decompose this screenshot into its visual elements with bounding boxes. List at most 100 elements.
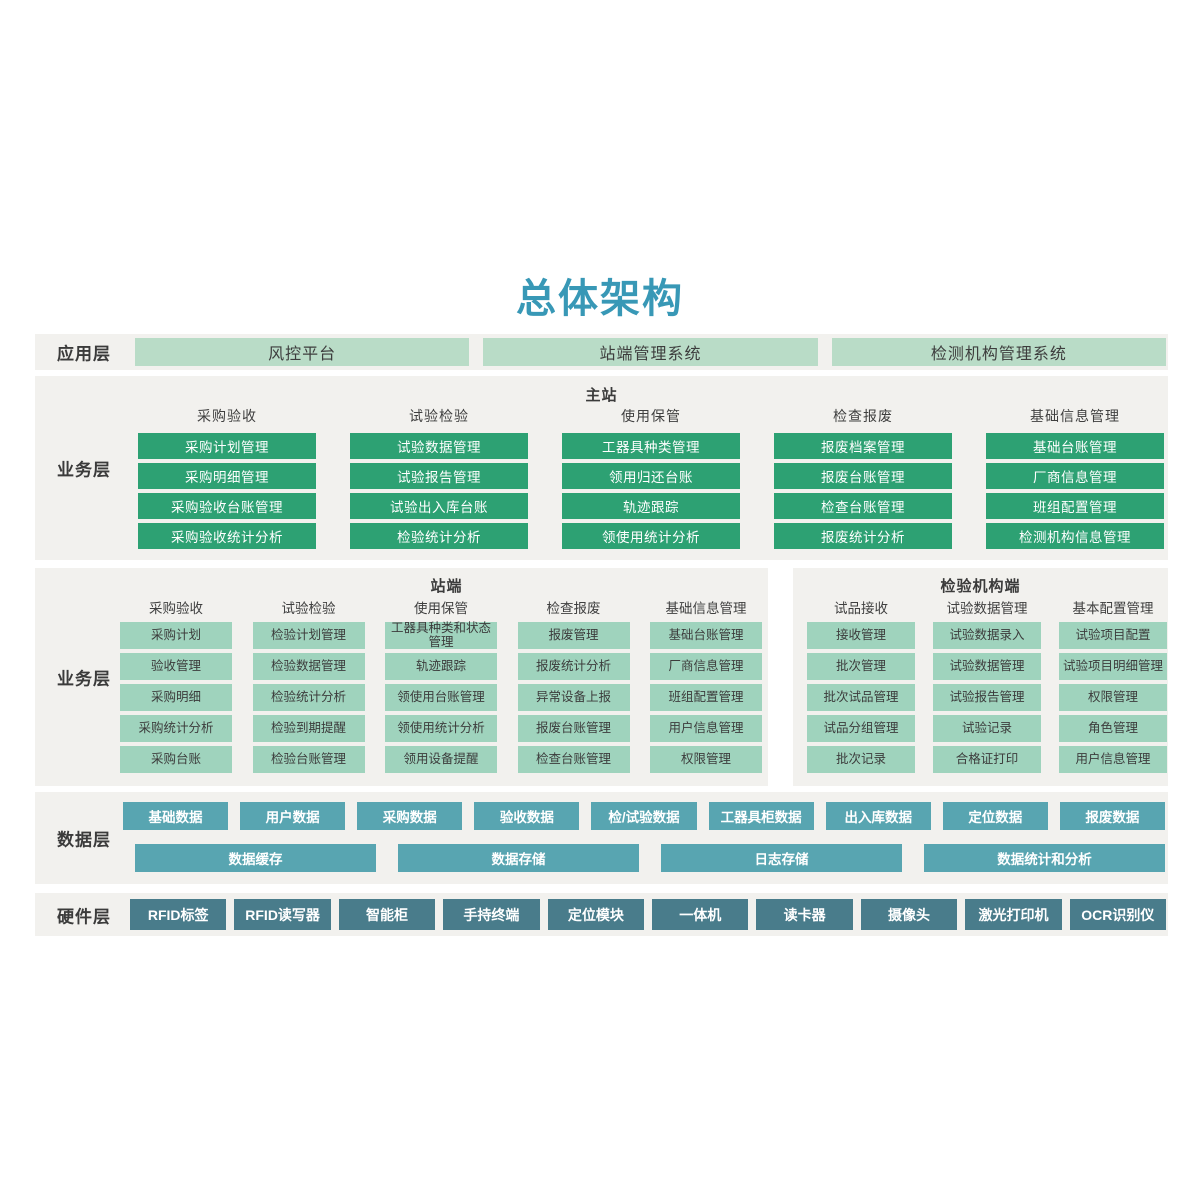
inspection-org-module-box: 角色管理	[1059, 715, 1167, 742]
station-module-box: 权限管理	[650, 746, 762, 773]
main-station-column: 基础信息管理基础台账管理厂商信息管理班组配置管理检测机构信息管理	[986, 406, 1164, 553]
station-module-box: 检验数据管理	[252, 653, 365, 680]
station-column-title: 使用保管	[414, 601, 468, 616]
inspection-org-module-box: 试验项目配置	[1059, 622, 1167, 649]
data-category-box: 报废数据	[1059, 802, 1165, 830]
main-station-module-box: 检测机构信息管理	[986, 523, 1164, 549]
application-layer-label: 应用层	[57, 344, 111, 364]
station-column-title: 试验检验	[281, 601, 336, 616]
main-station-module-box: 班组配置管理	[986, 493, 1164, 519]
main-station-module-box: 轨迹跟踪	[562, 493, 740, 519]
station-module-box: 检验到期提醒	[252, 715, 365, 742]
station-panel: 业务层 站端 采购验收采购计划验收管理采购明细采购统计分析采购台账试验检验检验计…	[35, 568, 768, 786]
hardware-device-box: 摄像头	[860, 899, 958, 930]
station-module-box: 领使用台账管理	[385, 684, 497, 711]
station-module-box: 检验台账管理	[252, 746, 365, 773]
station-module-box: 报废台账管理	[517, 715, 630, 742]
main-station-columns: 采购验收采购计划管理采购明细管理采购验收台账管理采购验收统计分析 试验检验试验数据…	[138, 406, 1164, 553]
station-column: 检查报废报废管理报废统计分析异常设备上报报废台账管理检查台账管理	[517, 597, 630, 777]
inspection-org-module-box: 试验数据录入	[933, 622, 1041, 649]
data-category-box: 验收数据	[474, 802, 580, 830]
inspection-org-module-box: 批次记录	[807, 746, 915, 773]
station-column: 基础信息管理基础台账管理厂商信息管理班组配置管理用户信息管理权限管理	[650, 597, 762, 777]
data-category-box: 定位数据	[942, 802, 1048, 830]
main-station-module-box: 采购明细管理	[138, 463, 316, 489]
main-station-column-title: 使用保管	[621, 408, 681, 424]
hardware-device-box: 激光打印机	[965, 899, 1062, 930]
station-module-box: 采购统计分析	[120, 715, 232, 742]
station-module-box: 领用设备提醒	[385, 746, 497, 773]
inspection-org-module-box: 合格证打印	[933, 746, 1041, 773]
main-station-business-band: 业务层 主站 采购验收采购计划管理采购明细管理采购验收台账管理采购验收统计分析试…	[35, 376, 1168, 560]
business-layer-label: 业务层	[57, 460, 111, 480]
inspection-org-module-box: 试验数据管理	[933, 653, 1041, 680]
main-station-module-box: 试验出入库台账	[350, 493, 528, 519]
data-storage-box: 数据存储	[398, 844, 639, 872]
station-column: 使用保管工器具种类和状态管理轨迹跟踪领使用台账管理领使用统计分析领用设备提醒	[385, 597, 497, 777]
station-module-box: 采购台账	[120, 746, 232, 773]
station-column-title: 采购验收	[149, 601, 203, 616]
main-station-column: 试验检验试验数据管理试验报告管理试验出入库台账检验统计分析	[350, 406, 528, 553]
inspection-org-module-box: 试验报告管理	[933, 684, 1041, 711]
station-column-title: 基础信息管理	[665, 601, 747, 616]
data-category-box: 工器具柜数据	[708, 802, 814, 830]
main-station-module-box: 报废档案管理	[774, 433, 952, 459]
main-station-module-box: 采购验收台账管理	[138, 493, 316, 519]
application-system-box: 检测机构管理系统	[831, 338, 1166, 366]
data-boxes-row1: 基础数据用户数据采购数据验收数据检/试验数据工器具柜数据出入库数据定位数据报废数…	[123, 802, 1165, 830]
data-category-box: 出入库数据	[825, 802, 931, 830]
inspection-org-module-box: 权限管理	[1059, 684, 1167, 711]
application-systems: 风控平台站端管理系统检测机构管理系统	[135, 338, 1166, 366]
station-module-box: 领使用统计分析	[385, 715, 497, 742]
inspection-org-column-title: 试验数据管理	[946, 601, 1028, 616]
hardware-device-box: OCR识别仪	[1069, 899, 1167, 930]
main-station-column: 检查报废报废档案管理报废台账管理检查台账管理报废统计分析	[774, 406, 952, 553]
hardware-device-box: RFID标签	[130, 899, 227, 930]
station-business-band: 业务层 站端 采购验收采购计划验收管理采购明细采购统计分析采购台账试验检验检验计…	[35, 568, 1168, 786]
inspection-org-columns: 试品接收接收管理批次管理批次试品管理试品分组管理批次记录试验数据管理试验数据录入…	[807, 597, 1167, 777]
station-module-box: 检查台账管理	[517, 746, 630, 773]
data-category-box: 用户数据	[240, 802, 346, 830]
main-station-column-title: 基础信息管理	[1030, 408, 1120, 424]
main-station-module-box: 报废台账管理	[774, 463, 952, 489]
station-module-box: 基础台账管理	[650, 622, 762, 649]
station-module-box: 检验计划管理	[252, 622, 365, 649]
data-category-box: 基础数据	[123, 802, 229, 830]
station-module-box: 报废管理	[517, 622, 630, 649]
main-station-module-box: 领使用统计分析	[562, 523, 740, 549]
inspection-org-module-box: 试验记录	[933, 715, 1041, 742]
inspection-org-panel: 检验机构端 试品接收接收管理批次管理批次试品管理试品分组管理批次记录试验数据管理…	[793, 568, 1168, 786]
business-layer-label: 业务层	[57, 669, 111, 689]
application-system-box: 风控平台	[135, 338, 470, 366]
data-layer-label: 数据层	[57, 830, 111, 850]
main-station-module-box: 试验报告管理	[350, 463, 528, 489]
main-station-column-title: 采购验收	[197, 408, 257, 424]
main-station-module-box: 采购验收统计分析	[138, 523, 316, 549]
main-station-column-title: 试验检验	[409, 408, 469, 424]
station-module-box: 轨迹跟踪	[385, 653, 497, 680]
main-station-module-box: 领用归还台账	[562, 463, 740, 489]
page-title: 总体架构	[516, 277, 684, 321]
hardware-device-box: 一体机	[652, 899, 749, 930]
station-module-box: 采购计划	[120, 622, 232, 649]
main-station-module-box: 厂商信息管理	[986, 463, 1164, 489]
hardware-device-box: 手持终端	[443, 899, 540, 930]
station-panel-header: 站端	[430, 578, 463, 595]
data-storage-box: 数据统计和分析	[924, 844, 1165, 872]
station-module-box: 工器具种类和状态管理	[385, 621, 497, 649]
station-column-title: 检查报废	[546, 601, 601, 616]
main-station-module-box: 工器具种类管理	[562, 433, 740, 459]
main-station-module-box: 基础台账管理	[986, 433, 1164, 459]
main-station-column-title: 检查报废	[833, 408, 893, 424]
data-storage-box: 日志存储	[661, 844, 902, 872]
station-module-box: 厂商信息管理	[650, 653, 762, 680]
station-module-box: 检验统计分析	[252, 684, 365, 711]
main-station-module-box: 采购计划管理	[138, 433, 316, 459]
data-category-box: 采购数据	[357, 802, 463, 830]
main-station-module-box: 试验数据管理	[350, 433, 528, 459]
hardware-device-box: 定位模块	[547, 899, 645, 930]
inspection-org-column: 基本配置管理试验项目配置试验项目明细管理权限管理角色管理用户信息管理	[1059, 597, 1167, 777]
station-module-box: 用户信息管理	[650, 715, 762, 742]
